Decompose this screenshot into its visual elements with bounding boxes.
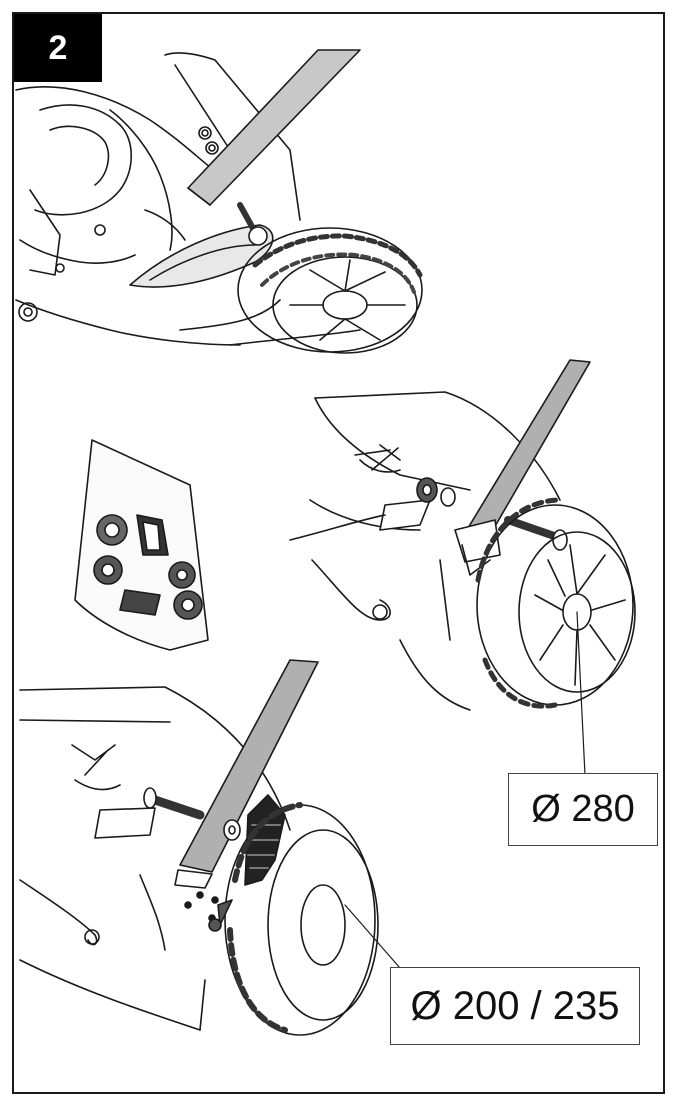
large-wheel-handle-bar — [454, 359, 591, 576]
top-view-handle-bar — [187, 49, 361, 206]
top-view-mower — [15, 52, 361, 346]
small-wheel-leader-line — [344, 904, 401, 969]
small-wheel-diameter-label: Ø 200 / 235 — [390, 967, 640, 1045]
top-view-wheel — [237, 227, 423, 354]
small-wheel — [208, 802, 379, 1036]
height-adjust-inset — [74, 439, 209, 651]
top-view-height-lever — [129, 202, 274, 288]
large-wheel-leader-line — [576, 611, 586, 776]
step-number-badge: 2 — [14, 14, 102, 82]
small-wheel-bolt — [143, 787, 241, 841]
small-wheel-knob — [244, 794, 286, 886]
large-wheel-diameter-label: Ø 280 — [508, 773, 658, 846]
large-wheel — [475, 497, 636, 709]
large-wheel-mower-body — [289, 391, 561, 711]
small-wheel-handle-bar — [174, 659, 319, 889]
large-wheel-bolt — [416, 477, 568, 551]
